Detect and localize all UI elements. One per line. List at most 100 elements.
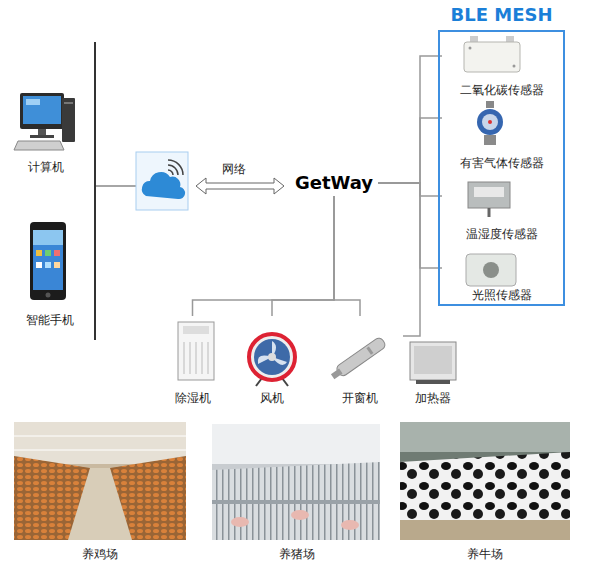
fan-icon bbox=[249, 334, 295, 386]
ble-mesh-group: BLE MESH二氧化碳传感器有害气体传感器温湿度传感器光照传感器 bbox=[438, 30, 565, 306]
dehumidifier-icon bbox=[190, 342, 191, 374]
phone-icon bbox=[33, 230, 63, 290]
phone-icon bbox=[54, 250, 60, 256]
computer-icon bbox=[26, 99, 40, 105]
node-label: 二氧化碳传感器 bbox=[432, 83, 572, 98]
device-node: 加热器 bbox=[403, 316, 463, 406]
connector-line bbox=[378, 118, 442, 183]
pig-farm-photo bbox=[231, 517, 249, 527]
node-label: 风机 bbox=[232, 391, 312, 406]
cloud-icon bbox=[168, 160, 183, 175]
free-label: 网络 bbox=[222, 162, 246, 177]
sensor-node: 光照传感器 bbox=[442, 248, 562, 303]
chicken-farm-photo bbox=[68, 468, 132, 540]
temp-humidity-sensor-icon bbox=[488, 208, 491, 217]
node-label: 有害气体传感器 bbox=[432, 156, 572, 171]
pig-farm-photo bbox=[212, 424, 380, 540]
node-label: 除湿机 bbox=[155, 391, 230, 406]
gas-sensor-icon bbox=[477, 101, 503, 145]
cow-farm-photo bbox=[400, 422, 570, 540]
window-opener-icon bbox=[329, 336, 387, 381]
co2-sensor-icon bbox=[513, 65, 516, 68]
sensor-node: 有害气体传感器 bbox=[442, 98, 562, 171]
co2-sensor-icon bbox=[464, 36, 520, 72]
computer-icon bbox=[62, 98, 75, 142]
gateway-node: GetWay bbox=[290, 170, 378, 196]
dehumidifier-icon bbox=[196, 342, 197, 374]
window-opener-icon bbox=[331, 369, 343, 380]
temp-humidity-sensor-icon bbox=[468, 182, 510, 217]
chicken-farm-photo bbox=[14, 422, 186, 540]
network-double-arrow bbox=[196, 178, 284, 194]
sensor-node: 二氧化碳传感器 bbox=[442, 36, 562, 98]
light-sensor-icon bbox=[466, 254, 516, 286]
terminal-bus bbox=[94, 42, 96, 340]
gas-sensor-icon bbox=[484, 135, 496, 145]
phone-icon bbox=[30, 222, 66, 300]
heater-icon bbox=[410, 342, 456, 384]
connector-line bbox=[334, 196, 360, 316]
pig-farm-photo bbox=[212, 424, 380, 540]
light-sensor-icon bbox=[466, 254, 516, 286]
phone-icon bbox=[36, 250, 42, 256]
node-label: 光照传感器 bbox=[432, 288, 572, 303]
computer-icon bbox=[20, 93, 64, 129]
heater-icon bbox=[414, 346, 452, 374]
window-opener-icon bbox=[329, 336, 387, 381]
cloud-icon bbox=[168, 170, 173, 175]
phone-icon bbox=[45, 250, 51, 256]
temp-humidity-sensor-icon bbox=[468, 182, 510, 208]
co2-sensor-icon bbox=[469, 47, 472, 50]
cow-farm-photo bbox=[400, 452, 570, 520]
dehumidifier-icon bbox=[178, 322, 214, 380]
node-label: 养牛场 bbox=[388, 547, 582, 562]
pig-farm-photo bbox=[212, 462, 380, 540]
phone-icon bbox=[36, 262, 42, 268]
node-label: GetWay bbox=[290, 170, 378, 196]
cloud-icon bbox=[136, 152, 188, 210]
connector-line bbox=[378, 183, 442, 268]
terminal-bus bbox=[96, 185, 136, 187]
heater-icon bbox=[416, 380, 450, 384]
heater-icon bbox=[410, 342, 456, 380]
chicken-farm-photo bbox=[14, 422, 186, 464]
dehumidifier-icon bbox=[208, 342, 209, 374]
phone-icon bbox=[54, 262, 60, 268]
gas-sensor-icon bbox=[486, 101, 494, 108]
pig-farm-photo bbox=[341, 520, 359, 530]
chicken-farm-photo bbox=[14, 436, 186, 437]
computer-icon bbox=[23, 96, 61, 124]
window-opener-icon bbox=[366, 346, 373, 354]
node-label: 加热器 bbox=[393, 391, 473, 406]
cloud-icon bbox=[142, 172, 185, 199]
window-opener-icon bbox=[335, 336, 387, 377]
cow-farm-photo bbox=[400, 520, 570, 540]
fan-icon bbox=[254, 339, 290, 375]
computer-icon bbox=[38, 129, 46, 136]
computer-icon bbox=[14, 141, 64, 150]
group-heading: BLE MESH bbox=[436, 3, 567, 27]
phone-icon bbox=[45, 262, 51, 268]
farm-node: 养鸡场 bbox=[12, 420, 188, 562]
connector-line bbox=[378, 56, 442, 183]
cloud-icon bbox=[168, 165, 178, 175]
connector-line bbox=[378, 183, 420, 336]
terminal-bus bbox=[95, 42, 136, 340]
node-label: 开窗机 bbox=[320, 391, 400, 406]
network-double-arrow bbox=[196, 178, 284, 194]
sensor-node: 温湿度传感器 bbox=[442, 176, 562, 242]
computer-icon bbox=[14, 93, 75, 150]
phone-icon bbox=[30, 222, 66, 300]
dehumidifier-icon bbox=[178, 322, 214, 380]
co2-sensor-icon bbox=[464, 42, 520, 72]
node-label: 智能手机 bbox=[2, 313, 98, 328]
node-label: 养鸡场 bbox=[2, 547, 198, 562]
node-label: 计算机 bbox=[2, 160, 90, 175]
cow-farm-photo bbox=[400, 422, 570, 540]
chicken-farm-photo bbox=[14, 422, 186, 540]
phone-icon bbox=[46, 293, 51, 298]
fan-icon bbox=[249, 334, 295, 380]
co2-sensor-icon bbox=[470, 36, 478, 42]
farm-node: 养牛场 bbox=[398, 420, 572, 562]
